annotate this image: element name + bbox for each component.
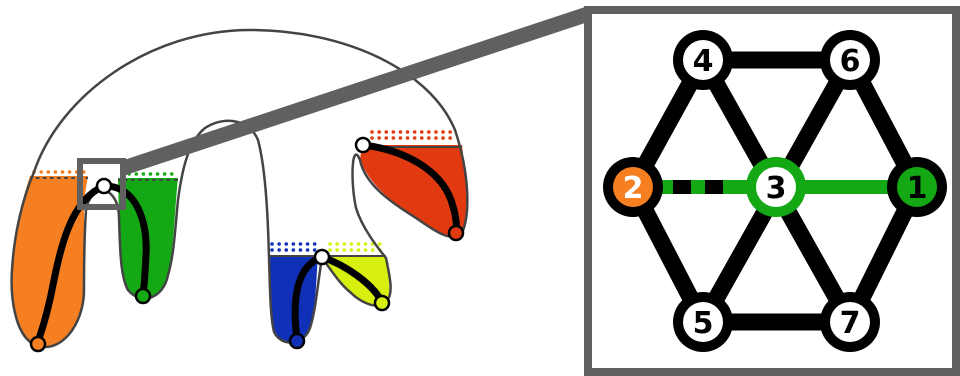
graph-node-3: 3 bbox=[746, 157, 806, 217]
graph-node-label: 4 bbox=[693, 44, 714, 79]
graph-node-label: 5 bbox=[693, 306, 714, 341]
junction-vertex-left bbox=[97, 179, 111, 193]
endpoint-yellow-green bbox=[375, 296, 389, 310]
graph-node-6: 6 bbox=[820, 30, 880, 90]
endpoint-red bbox=[449, 226, 463, 240]
endpoint-blue bbox=[290, 334, 304, 348]
junction-vertex-middle bbox=[315, 250, 329, 264]
graph-node-label: 6 bbox=[840, 44, 861, 79]
graph-node-label: 2 bbox=[623, 171, 644, 206]
endpoint-orange bbox=[31, 337, 45, 351]
graph-node-label: 1 bbox=[907, 171, 928, 206]
zoom-connector bbox=[121, 6, 588, 176]
graph-node-4: 4 bbox=[673, 30, 733, 90]
graph-node-1: 1 bbox=[887, 157, 947, 217]
endpoint-green bbox=[136, 289, 150, 303]
graph-node-5: 5 bbox=[673, 292, 733, 352]
junction-vertex-right bbox=[356, 138, 370, 152]
graph-node-label: 3 bbox=[766, 171, 787, 206]
graph-node-7: 7 bbox=[820, 292, 880, 352]
graph-node-2: 2 bbox=[603, 157, 663, 217]
graph-node-label: 7 bbox=[840, 306, 861, 341]
